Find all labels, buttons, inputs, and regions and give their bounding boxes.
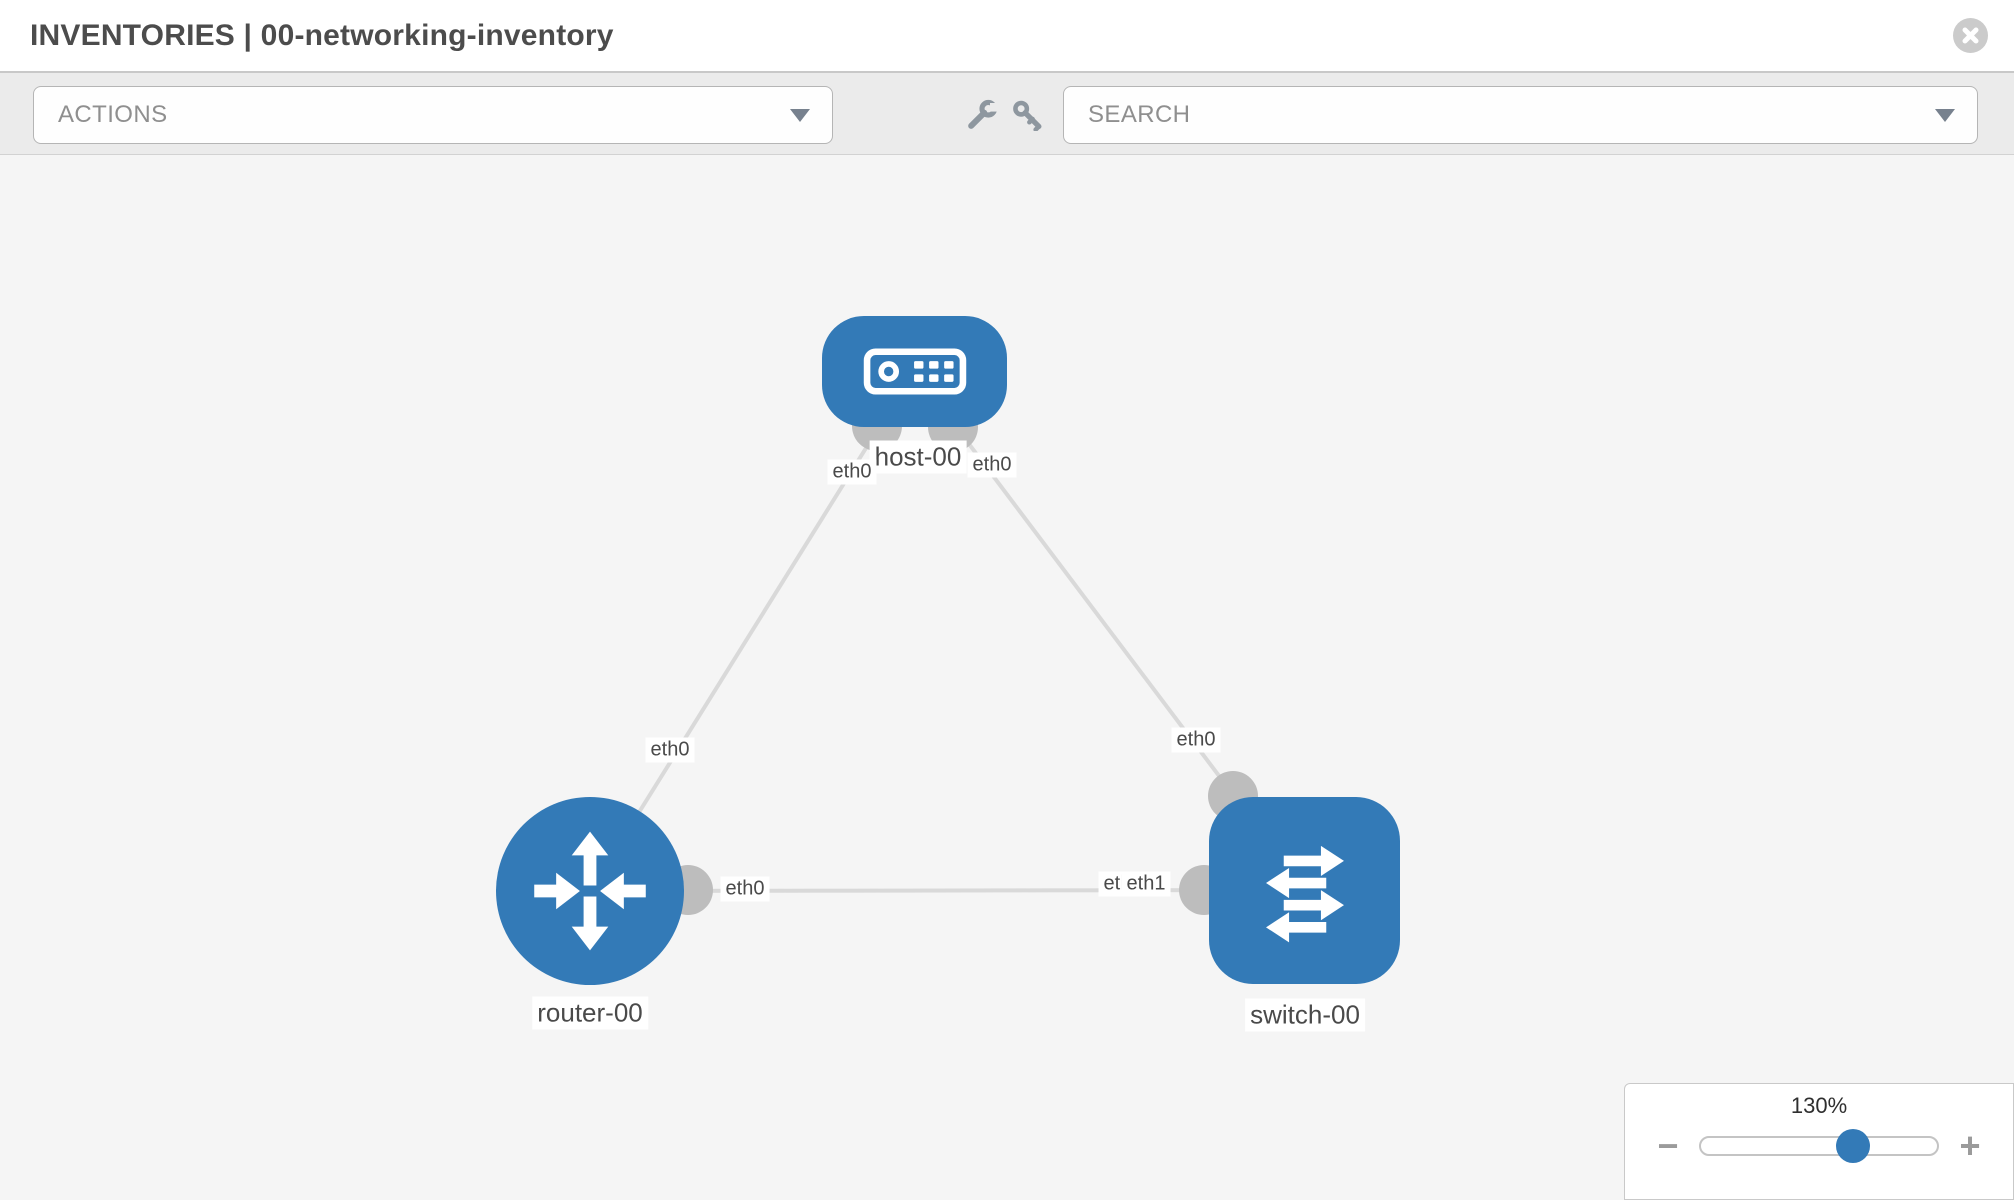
- close-icon: [1962, 27, 1979, 44]
- node-switch-00[interactable]: [1209, 797, 1400, 984]
- interface-label-switch-eth0-uplink: eth0: [1171, 727, 1221, 753]
- chevron-down-icon: [1935, 108, 1955, 122]
- link-lines: [588, 369, 1307, 893]
- router-icon: [534, 831, 646, 951]
- interface-label-host-eth0-left: eth0: [827, 459, 877, 485]
- host-icon: [863, 348, 966, 395]
- search-dropdown[interactable]: SEARCH: [1063, 86, 1978, 144]
- node-router-00[interactable]: [496, 797, 684, 985]
- zoom-out-button[interactable]: −: [1657, 1125, 1679, 1166]
- node-label-router: router-00: [532, 996, 648, 1030]
- chevron-down-icon: [790, 108, 810, 122]
- interface-label-switch-eth1-left: eth1: [1121, 871, 1171, 897]
- node-label-switch: switch-00: [1245, 998, 1365, 1032]
- header: INVENTORIES | 00-networking-inventory: [0, 0, 2014, 71]
- actions-dropdown-label: ACTIONS: [58, 101, 168, 128]
- zoom-panel: 130% − +: [1624, 1083, 2014, 1200]
- link-host-router: [588, 369, 916, 893]
- interface-label-router-eth0-right: eth0: [720, 876, 770, 902]
- topology-canvas[interactable]: host-00 router-00 switch-00 eth0 eth0 et…: [0, 155, 2014, 1200]
- zoom-slider-track[interactable]: [1699, 1129, 1939, 1163]
- zoom-level: 130%: [1790, 1093, 1848, 1118]
- node-host-00[interactable]: [822, 316, 1007, 427]
- switch-icon: [1265, 845, 1344, 942]
- tools-button[interactable]: [964, 97, 1000, 133]
- search-dropdown-label: SEARCH: [1088, 101, 1191, 128]
- page-title: INVENTORIES | 00-networking-inventory: [30, 18, 614, 52]
- wrench-icon: [968, 99, 998, 129]
- key-icon: [1013, 100, 1042, 131]
- close-button[interactable]: [1953, 18, 1988, 53]
- key-button[interactable]: [1010, 97, 1046, 133]
- zoom-slider-thumb[interactable]: [1836, 1129, 1871, 1163]
- toolbar: ACTIONS SEARCH: [0, 71, 2014, 155]
- interface-label-host-eth0-right: eth0: [967, 452, 1017, 478]
- actions-dropdown[interactable]: ACTIONS: [33, 86, 833, 144]
- zoom-in-button[interactable]: +: [1959, 1125, 1981, 1166]
- interface-label-router-eth0-uplink: eth0: [645, 737, 695, 763]
- node-label-host: host-00: [869, 440, 967, 474]
- zoom-slider-row: − +: [1625, 1128, 2013, 1164]
